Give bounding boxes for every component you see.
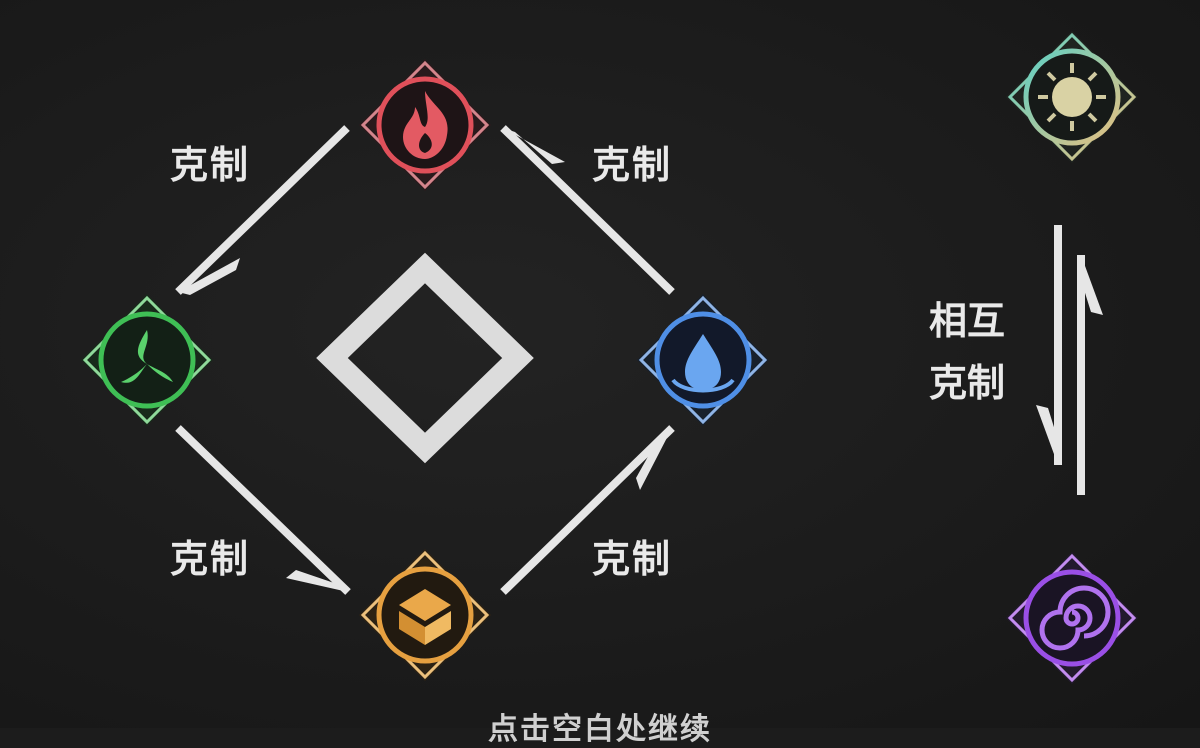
mutual-counter-label: 相互 克制 bbox=[912, 290, 1022, 414]
arrowhead-light bbox=[1081, 255, 1103, 315]
arrow-pyro-to-anemo bbox=[175, 125, 350, 295]
rock-element-icon[interactable] bbox=[355, 545, 495, 685]
arrow-geo-to-hydro bbox=[500, 425, 675, 595]
wind-element-icon[interactable] bbox=[77, 290, 217, 430]
center-diamond bbox=[316, 252, 534, 464]
dark-element-icon[interactable] bbox=[1002, 548, 1142, 688]
counter-label-top-right: 克制 bbox=[592, 143, 673, 187]
counter-label-top-left: 克制 bbox=[170, 143, 251, 187]
arrow-hydro-to-pyro bbox=[500, 125, 675, 295]
light-element-icon[interactable] bbox=[1002, 27, 1142, 167]
arrowhead-anemo bbox=[178, 258, 240, 295]
counter-label-bottom-right: 克制 bbox=[592, 537, 673, 581]
arrowhead-pyro bbox=[503, 128, 565, 164]
arrow-anemo-to-geo bbox=[175, 425, 351, 595]
arrowhead-dark bbox=[1036, 405, 1058, 465]
mutual-label-line1: 相互 bbox=[928, 299, 1005, 343]
arrowhead-geo bbox=[286, 570, 348, 592]
tap-to-continue-hint[interactable]: 点击空白处继续 bbox=[488, 712, 712, 747]
fire-element-icon[interactable] bbox=[355, 55, 495, 195]
water-element-icon[interactable] bbox=[633, 290, 773, 430]
arrowhead-hydro bbox=[636, 428, 672, 490]
mutual-label-line2: 克制 bbox=[928, 361, 1005, 405]
counter-arrows bbox=[175, 125, 1103, 595]
counter-label-bottom-left: 克制 bbox=[170, 537, 251, 581]
